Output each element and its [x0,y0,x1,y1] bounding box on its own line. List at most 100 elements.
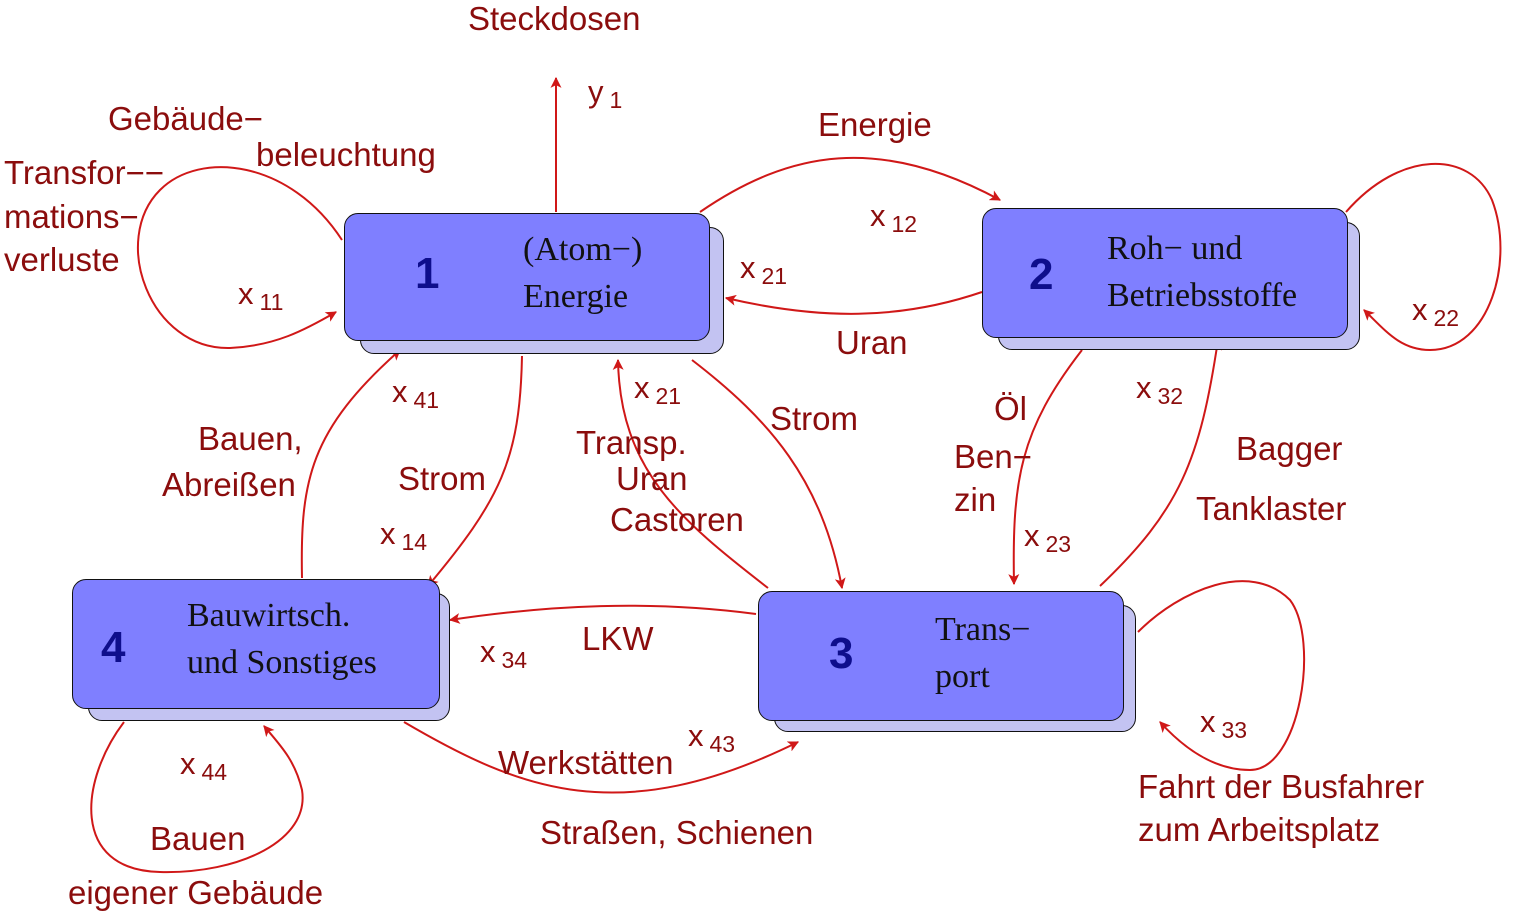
flow-x44-base: x [180,746,196,781]
flow-x14-sub: 14 [401,529,428,555]
node-2-number: 2 [1029,250,1054,299]
edge-x22-loop [1345,162,1502,352]
label-eigener: eigener Gebäude [68,874,324,911]
node-2[interactable]: 2 Roh− und Betriebsstoffe [982,208,1348,338]
label-gebaeude: Gebäude− [108,100,264,137]
label-strom-top: Strom [770,400,859,437]
label-fahrt: Fahrt der Busfahrer [1138,768,1425,805]
label-tanklaster: Tanklaster [1196,490,1347,527]
label-strassen: Straßen, Schienen [540,814,814,851]
label-zin: zin [954,481,997,518]
flow-x43-base: x [688,718,704,753]
label-steckdosen: Steckdosen [468,0,641,37]
label-verluste: verluste [4,241,120,278]
node-1[interactable]: 1 (Atom−) Energie [344,213,710,341]
label-oel: Öl [994,390,1027,427]
node-1-number: 1 [415,249,440,298]
flow-x21-top-sub: 21 [761,263,788,289]
edge-x21-mid [612,358,769,589]
node-3-title-line2: port [935,658,990,695]
edge-x12 [699,156,1001,213]
edge-x41 [300,349,401,579]
edge-x33-loop [1137,580,1306,772]
flow-x32-base: x [1136,370,1152,405]
flow-x32-sub: 32 [1157,383,1184,409]
flow-x34-sub: 34 [501,647,528,673]
edge-x43 [403,721,799,794]
flow-x21-top-base: x [740,250,756,285]
label-bauen: Bauen [150,820,246,857]
label-ben: Ben− [954,438,1032,475]
node-3-number: 3 [829,629,854,678]
flow-x34-base: x [480,634,496,669]
node-4-title-line1: Bauwirtsch. [187,597,351,634]
edge-x11-loop [136,166,343,350]
node-1-title-line2: Energie [523,278,629,315]
node-4-title-line2: und Sonstiges [187,644,377,681]
flow-x33-base: x [1200,704,1216,739]
flow-x12-sub: 12 [891,211,918,237]
label-abreissen: Abreißen [162,466,296,503]
flow-x21-mid-base: x [634,370,650,405]
node-2-title-line2: Betriebsstoffe [1107,277,1298,314]
edge-x34 [448,604,757,624]
edge-x44-loop [90,721,304,874]
flow-x44-sub: 44 [201,759,228,785]
node-4-number: 4 [101,623,126,672]
node-2-title-line1: Roh− und [1107,230,1243,267]
flow-x11-sub: 11 [259,289,284,315]
label-beleuchtung: beleuchtung [256,136,436,173]
edge-x32 [1099,338,1222,587]
flow-x12-base: x [870,198,886,233]
label-transfor: Transfor−− [4,154,165,191]
flow-x14-base: x [380,516,396,551]
node-1-title-line1: (Atom−) [523,231,643,268]
node-3-title-line1: Trans− [935,611,1031,648]
label-uran2: Uran [616,460,688,497]
flow-x23-base: x [1024,518,1040,553]
label-lkw: LKW [582,620,654,657]
label-energie: Energie [818,106,932,143]
edge-x21-top [724,291,983,315]
flow-x21-mid-sub: 21 [655,383,682,409]
flow-x41-sub: 41 [413,387,440,413]
label-mations: mations− [4,198,139,235]
label-arbeitsplatz: zum Arbeitsplatz [1138,811,1381,848]
label-bagger: Bagger [1236,430,1343,467]
flow-x33-sub: 33 [1221,717,1248,743]
label-uran: Uran [836,324,908,361]
label-strom-left: Strom [398,460,487,497]
label-castoren: Castoren [610,501,744,538]
flow-y1-sub: 1 [609,87,623,113]
edge-x23 [1008,349,1083,586]
label-transp: Transp. [576,424,687,461]
flow-x23-sub: 23 [1045,531,1072,557]
flow-y1-base: y [588,74,604,109]
flow-x22-sub: 22 [1433,305,1460,331]
flow-x11-base: x [238,276,254,311]
flow-x22-base: x [1412,292,1428,327]
label-bauen-comma: Bauen, [198,420,303,457]
edge-x13 [691,359,846,590]
label-werkstaetten: Werkstätten [498,744,674,781]
flow-x43-sub: 43 [709,731,736,757]
edge-x14 [427,355,523,587]
node-4[interactable]: 4 Bauwirtsch. und Sonstiges [72,579,440,709]
flow-x41-base: x [392,374,408,409]
node-3[interactable]: 3 Trans− port [758,591,1124,721]
